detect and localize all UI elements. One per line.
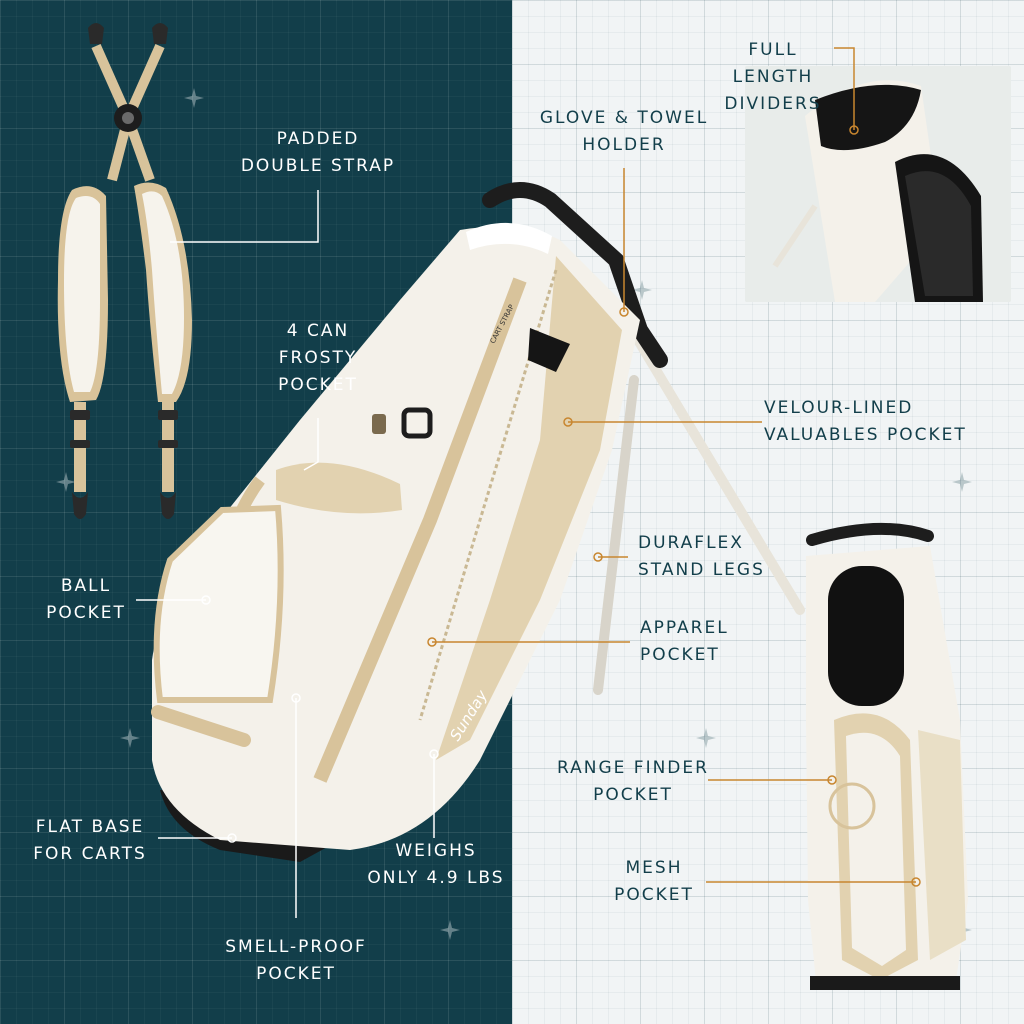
callout-line: LENGTH [732,67,814,87]
callout-line: FLAT BASE [35,817,145,837]
callout-line: HOLDER [582,135,666,155]
callout-line: 4 CAN [286,321,350,341]
callout-line: DIVIDERS [724,94,822,114]
callout-line: RANGE FINDER [557,758,709,778]
back-view-bag-illustration [806,522,968,990]
leader-full-length-dividers [834,47,855,130]
callout-line: POCKET [46,603,126,623]
callout-line: DOUBLE STRAP [240,156,396,176]
callout-padded-double-strap: PADDED DOUBLE STRAP [228,126,408,180]
callout-line: WEIGHS [395,841,477,861]
callout-duraflex-stand-legs: DURAFLEX STAND LEGS [638,530,768,584]
callout-line: POCKET [256,964,336,984]
callout-smell-proof-pocket: SMELL-PROOF POCKET [216,934,376,988]
callout-line: GLOVE & TOWEL [539,108,709,128]
callout-mesh-pocket: MESH POCKET [604,855,704,909]
callout-full-length-dividers: FULL LENGTH DIVIDERS [718,37,828,118]
callout-ball-pocket: BALL POCKET [30,573,142,627]
callout-line: FOR CARTS [33,844,147,864]
callout-line: FROSTY [278,348,358,368]
callout-line: VALUABLES POCKET [764,425,967,445]
callout-line: APPAREL [640,618,729,638]
callout-line: SMELL-PROOF [225,937,367,957]
callout-line: DURAFLEX [638,533,744,553]
callout-line: POCKET [593,785,673,805]
callout-line: PADDED [276,129,360,149]
callout-flat-base-for-carts: FLAT BASE FOR CARTS [22,814,158,868]
callout-line: POCKET [614,885,694,905]
callout-line: POCKET [640,645,720,665]
leader-padded-double-strap [170,190,319,243]
callout-weighs-only: WEIGHS ONLY 4.9 LBS [358,838,514,892]
callout-apparel-pocket: APPAREL POCKET [640,615,740,669]
callout-velour-lined-valuables-pocket: VELOUR-LINED VALUABLES POCKET [764,395,974,449]
callout-line: ONLY 4.9 LBS [367,868,505,888]
callout-line: POCKET [278,375,358,395]
callout-range-finder-pocket: RANGE FINDER POCKET [552,755,714,809]
callout-four-can-frosty-pocket: 4 CAN FROSTY POCKET [256,318,380,399]
dividers-inset-photo [745,66,1011,302]
leader-frosty-pocket [303,418,319,471]
main-golf-bag-illustration: CART STRAP Sunday [151,182,805,862]
callout-line: VELOUR-LINED [764,398,914,418]
callout-line: STAND LEGS [638,560,765,580]
callout-glove-towel-holder: GLOVE & TOWEL HOLDER [536,105,712,159]
callout-line: BALL [60,576,112,596]
callout-line: FULL [748,40,798,60]
callout-line: MESH [625,858,683,878]
